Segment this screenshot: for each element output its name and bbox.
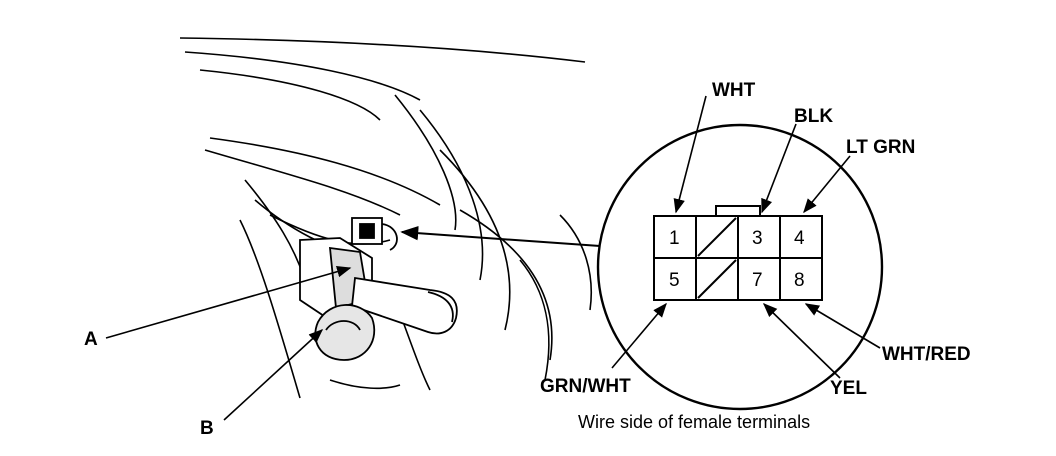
connector-detail: 1 3 4 5 7 8: [596, 123, 884, 411]
pin-7: 7: [752, 270, 763, 291]
leader-pin4: [803, 155, 851, 214]
pin-5: 5: [669, 270, 680, 291]
leader-pin1: [673, 95, 707, 214]
combination-switch: [299, 217, 458, 361]
wire-label-pin8: WHT/RED: [882, 344, 971, 365]
pin-8: 8: [794, 270, 805, 291]
pin-1: 1: [669, 228, 680, 249]
leader-pin5: [611, 302, 667, 369]
pin-3: 3: [752, 228, 763, 249]
wire-label-pin7: YEL: [830, 378, 867, 399]
pin-4: 4: [794, 228, 805, 249]
leader-pin8: [804, 303, 881, 349]
callout-a: A: [84, 266, 352, 350]
wire-label-pin1: WHT: [712, 80, 756, 101]
callout-a-label: A: [84, 329, 98, 350]
caption: Wire side of female terminals: [578, 412, 810, 432]
leader-pin7: [762, 302, 841, 379]
terminal-cell: [779, 257, 823, 301]
wire-leaders: [611, 95, 881, 379]
leader-pin3: [761, 123, 797, 214]
callout-b-label: B: [200, 418, 214, 439]
callout-b: B: [200, 329, 324, 439]
terminal-cell: [653, 215, 697, 259]
connector-leader: [400, 225, 601, 247]
wire-label-pin3: BLK: [794, 106, 833, 127]
wire-label-pin5: GRN/WHT: [540, 376, 631, 397]
connector-face: [653, 205, 823, 301]
dashboard-illustration: [179, 37, 593, 399]
wire-label-pin4: LT GRN: [846, 137, 915, 158]
